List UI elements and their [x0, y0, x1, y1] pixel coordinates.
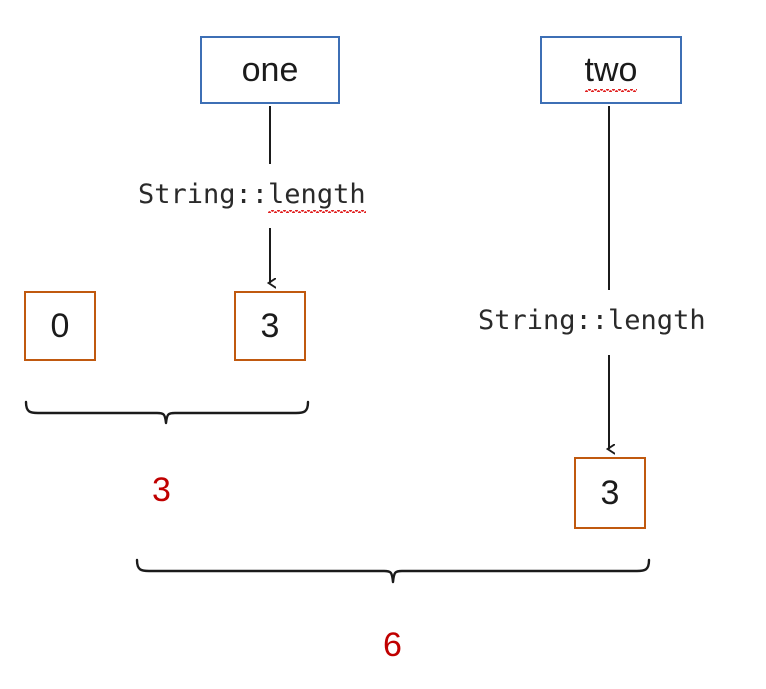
operation-label-one-method: length [268, 179, 366, 213]
operation-label-one: String::length [138, 179, 366, 213]
brace-partial-sum [24, 400, 310, 425]
input-box-one-label: one [241, 50, 299, 89]
value-box-length-two[interactable]: 3 [574, 457, 646, 529]
input-box-two[interactable]: two [540, 36, 682, 104]
operation-label-one-prefix: String:: [138, 179, 269, 210]
partial-sum-label: 3 [152, 471, 171, 509]
value-box-length-one[interactable]: 3 [234, 291, 306, 361]
value-box-length-one-label: 3 [260, 306, 280, 345]
total-sum-label: 6 [383, 626, 402, 664]
brace-total-sum [135, 558, 651, 584]
input-box-one[interactable]: one [200, 36, 340, 104]
value-box-zero-label: 0 [50, 306, 70, 345]
operation-label-two: String::length [478, 305, 706, 336]
value-box-length-two-label: 3 [600, 473, 620, 512]
value-box-zero[interactable]: 0 [24, 291, 96, 361]
input-box-two-label: two [584, 51, 638, 92]
